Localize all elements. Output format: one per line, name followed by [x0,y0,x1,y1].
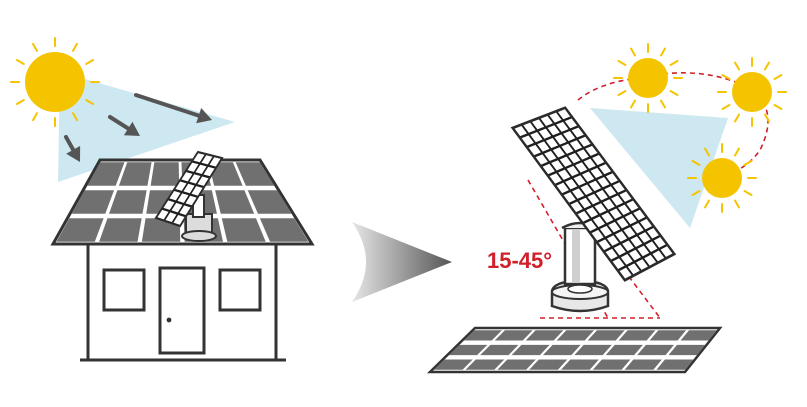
left-scene [10,37,315,362]
ground-solar-array [426,326,723,374]
house-door [158,266,206,355]
solar-panel-icon [510,106,677,282]
right-light-beam [590,108,728,228]
house-window-right [218,268,262,312]
tilt-angle-label: 15-45° [487,248,552,273]
door-knob [166,317,172,323]
roof-solar-panel-icon [154,150,224,242]
house-window-left [102,268,146,312]
right-scene: 15-45° [426,43,787,374]
transition-arrow-icon [352,222,452,302]
sun-icon-lower [687,143,757,213]
sun-icon-right [717,57,787,127]
sun-icon [10,37,100,127]
panel-stand [550,221,610,313]
sun-icon-top [613,43,683,113]
left-light-beam [58,72,235,182]
house-icon [80,244,286,362]
light-ray-arrows [64,93,212,162]
